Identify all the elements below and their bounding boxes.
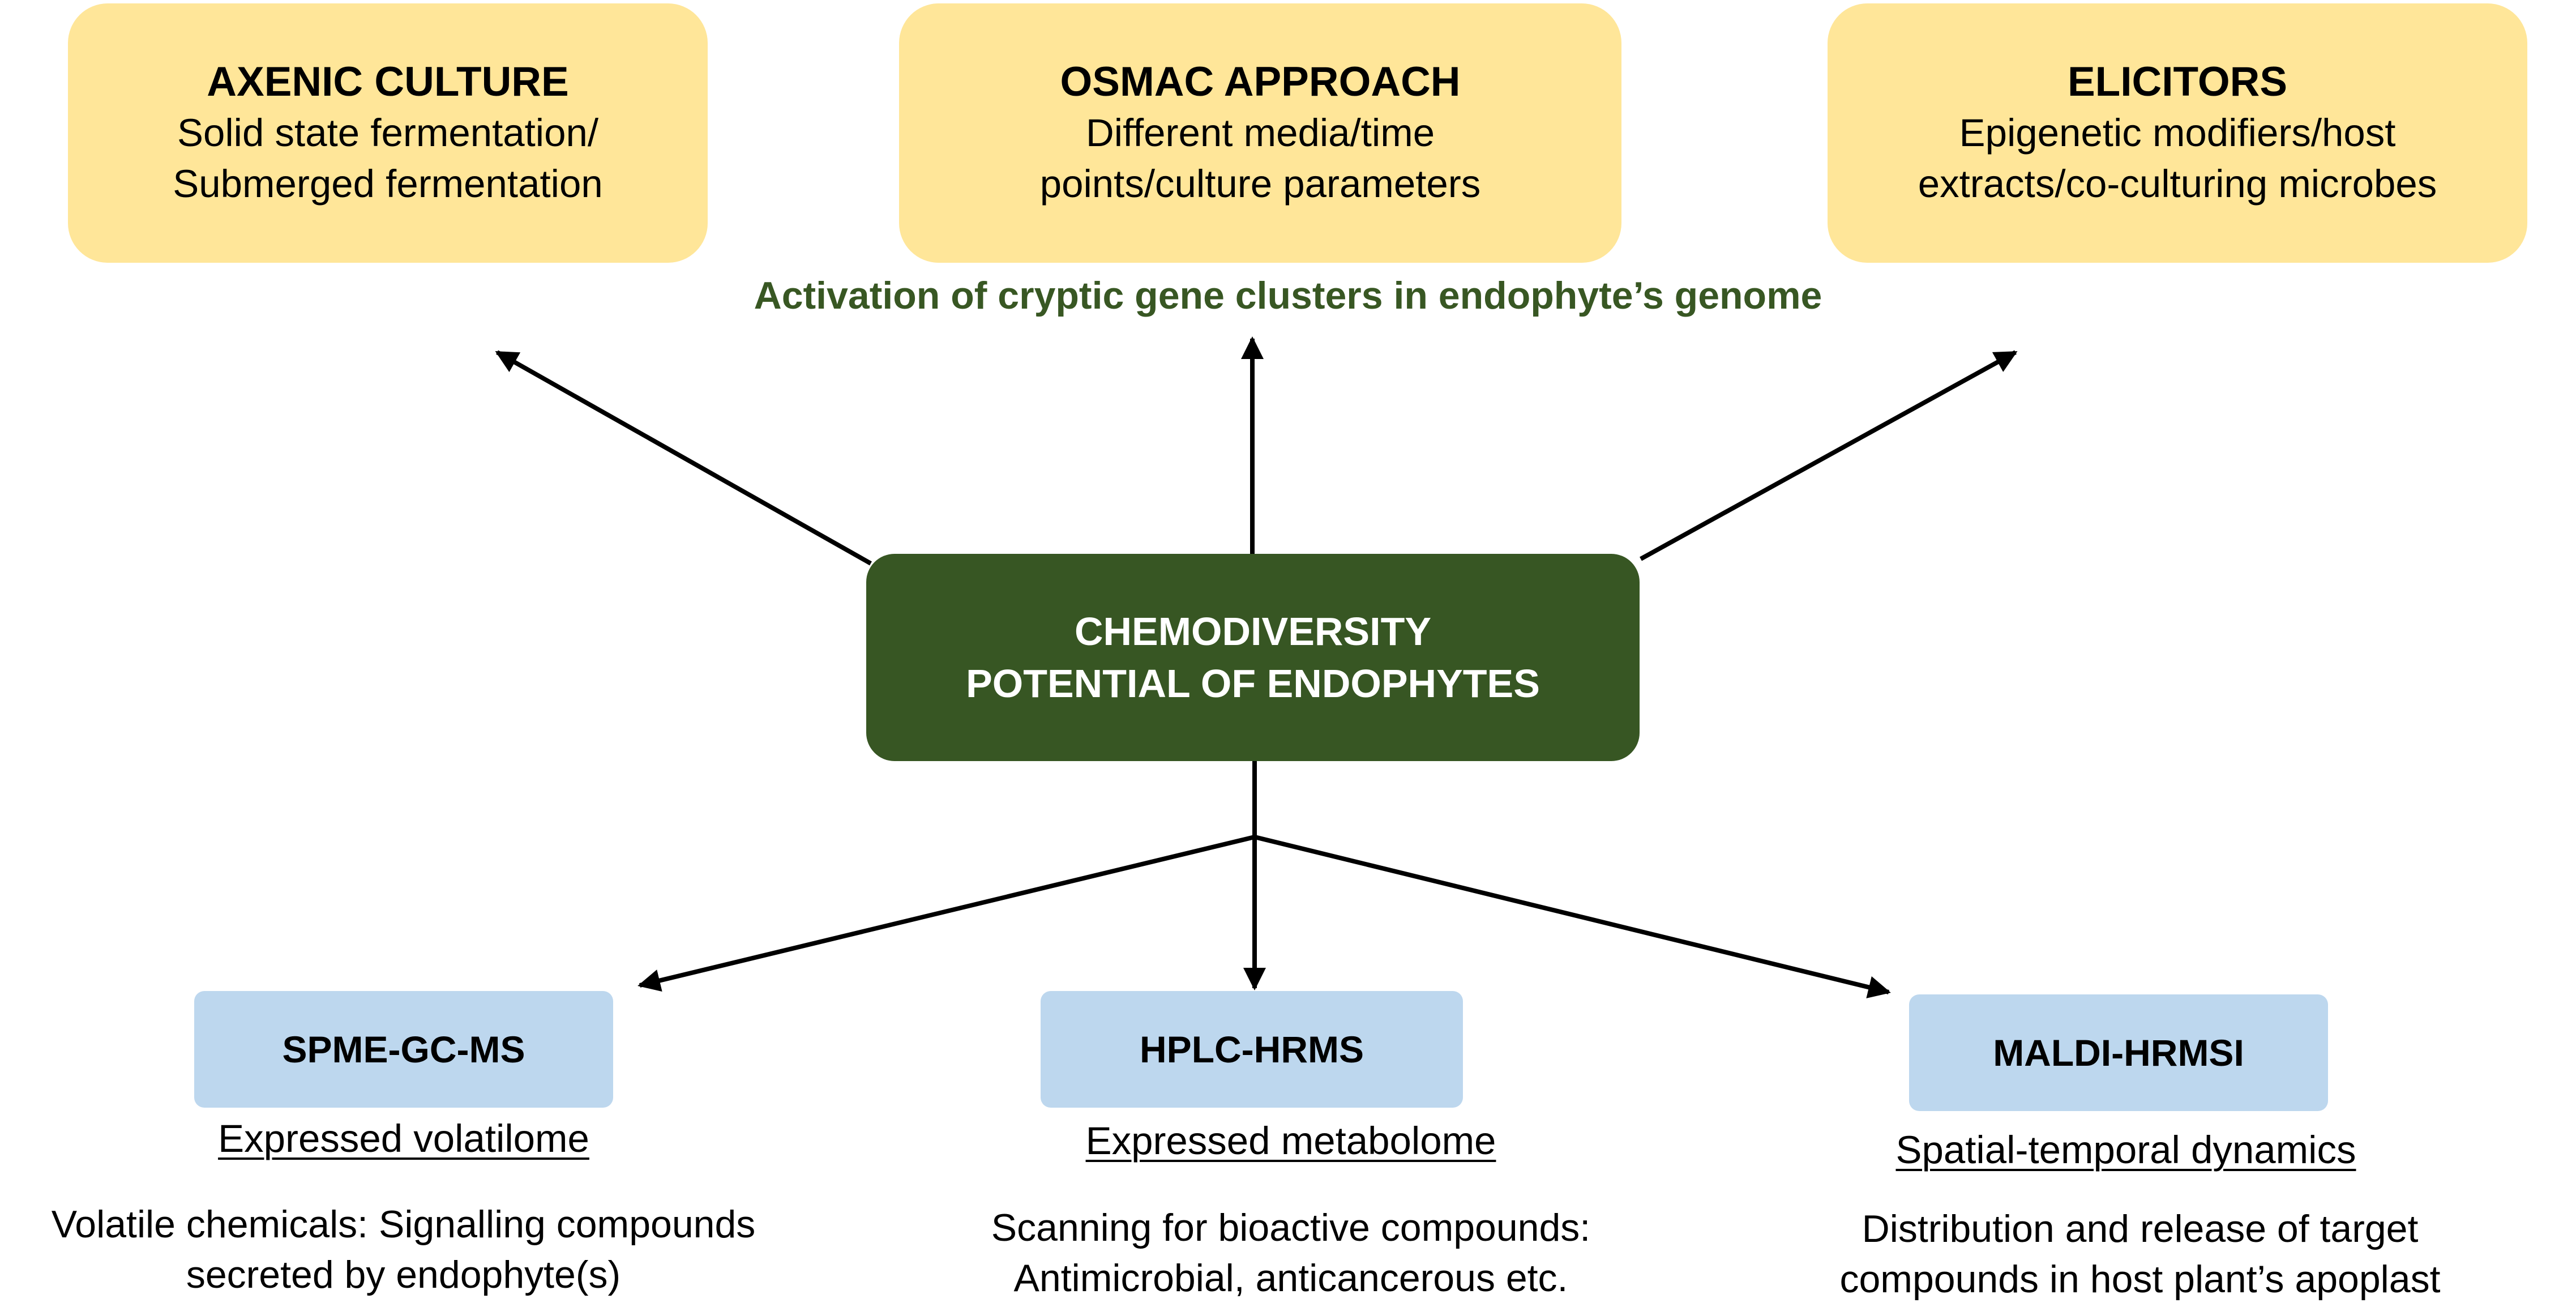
spme-gc-ms-desc-line2: secreted by endophyte(s): [186, 1253, 621, 1296]
hplc-hrms-name: HPLC-HRMS: [1140, 1028, 1364, 1070]
hplc-hrms-desc-line1: Scanning for bioactive compounds:: [991, 1206, 1591, 1249]
spme-gc-ms-box: SPME-GC-MS: [194, 991, 613, 1108]
arrow-to-maldi-hrmsi: [1254, 835, 1891, 998]
chemodiversity-line1: CHEMODIVERSITY: [1074, 609, 1432, 654]
axenic-culture-desc-line1: Solid state fermentation/: [177, 111, 599, 155]
axenic-culture-box: AXENIC CULTURE Solid state fermentation/…: [68, 3, 708, 263]
axenic-culture-title: AXENIC CULTURE: [207, 59, 569, 105]
hplc-hrms-box: HPLC-HRMS: [1041, 991, 1463, 1108]
maldi-hrmsi-description: Distribution and release of target compo…: [1738, 1204, 2542, 1305]
maldi-hrmsi-desc-line1: Distribution and release of target: [1862, 1207, 2419, 1250]
hplc-hrms-desc-line2: Antimicrobial, anticancerous etc.: [1013, 1257, 1568, 1300]
chemodiversity-box: CHEMODIVERSITY POTENTIAL OF ENDOPHYTES: [866, 554, 1640, 761]
arrow-to-axenic-culture: [495, 350, 872, 566]
spme-gc-ms-label: Expressed volatilome: [218, 1117, 589, 1160]
osmac-approach-desc-line2: points/culture parameters: [1039, 162, 1481, 206]
spme-gc-ms-name: SPME-GC-MS: [282, 1028, 525, 1070]
maldi-hrmsi-box: MALDI-HRMSI: [1909, 994, 2328, 1111]
hplc-hrms-description: Scanning for bioactive compounds: Antimi…: [889, 1203, 1693, 1304]
elicitors-desc-line1: Epigenetic modifiers/host: [1959, 111, 2396, 155]
maldi-hrmsi-name: MALDI-HRMSI: [1993, 1032, 2244, 1074]
axenic-culture-desc-line2: Submerged fermentation: [173, 162, 603, 206]
maldi-hrmsi-desc-line2: compounds in host plant’s apoplast: [1839, 1258, 2441, 1301]
chemodiversity-line2: POTENTIAL OF ENDOPHYTES: [966, 661, 1540, 706]
elicitors-title: ELICITORS: [2067, 59, 2288, 105]
spme-gc-ms-desc-line1: Volatile chemicals: Signalling compounds: [51, 1203, 756, 1246]
spme-gc-ms-description: Volatile chemicals: Signalling compounds…: [0, 1199, 807, 1300]
hplc-hrms-label: Expressed metabolome: [1085, 1119, 1496, 1163]
arrow-to-spme-gc-ms: [637, 835, 1255, 992]
osmac-approach-desc-line1: Different media/time: [1085, 111, 1435, 155]
arrow-to-elicitors: [1640, 350, 2018, 561]
maldi-hrmsi-label: Spatial-temporal dynamics: [1895, 1128, 2356, 1172]
elicitors-box: ELICITORS Epigenetic modifiers/host extr…: [1828, 3, 2527, 263]
activation-label: Activation of cryptic gene clusters in e…: [754, 274, 1822, 317]
elicitors-desc-line2: extracts/co-culturing microbes: [1918, 162, 2437, 206]
osmac-approach-title: OSMAC APPROACH: [1060, 59, 1461, 105]
osmac-approach-box: OSMAC APPROACH Different media/time poin…: [899, 3, 1621, 263]
